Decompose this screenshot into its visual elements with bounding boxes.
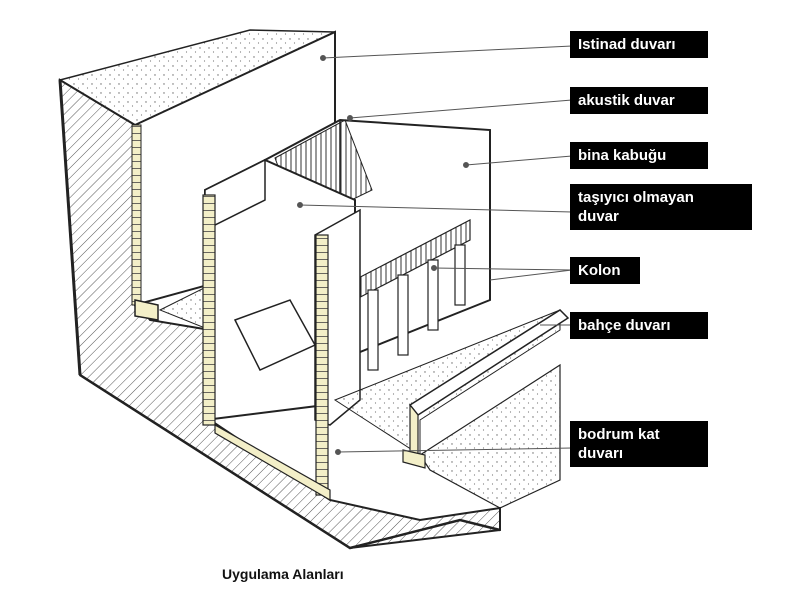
columns (344, 219, 471, 371)
label-basement-wall: bodrum kat duvarı (570, 421, 708, 467)
label-retaining-wall: Istinad duvarı (570, 31, 708, 58)
label-building-envelope: bina kabuğu (570, 142, 708, 169)
leader-lines (297, 45, 573, 455)
label-non-bearing-wall: taşıyıcı olmayan duvar (570, 184, 752, 230)
building-envelope (202, 158, 361, 502)
label-column: Kolon (570, 257, 640, 284)
figure-caption: Uygulama Alanları (222, 566, 344, 582)
garden-wall (402, 309, 570, 469)
label-garden-wall: bahçe duvarı (570, 312, 708, 339)
label-acoustic-wall: akustik duvar (570, 87, 708, 114)
